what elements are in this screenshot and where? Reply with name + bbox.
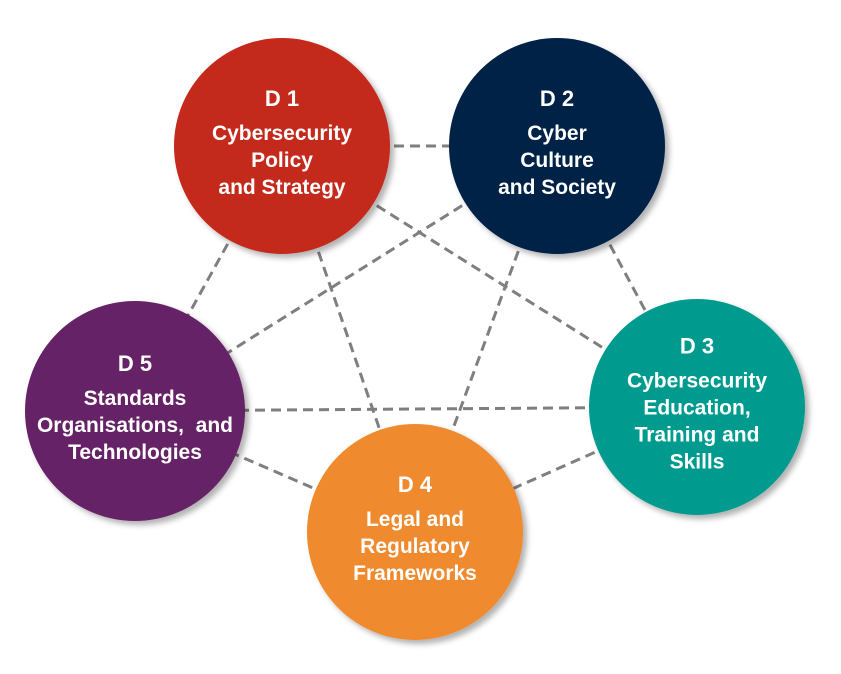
node-id: D 2 [540, 86, 574, 111]
node-circle [589, 299, 805, 515]
node-label-line: Frameworks [353, 562, 477, 585]
node-circle [25, 301, 245, 521]
node-label-line: and Society [498, 176, 616, 199]
node-circle [449, 38, 665, 254]
node-id: D 4 [398, 472, 433, 497]
node-label-line: and Strategy [218, 176, 346, 199]
node-label-line: Legal and [366, 508, 464, 531]
node-label-line: Training and [635, 424, 760, 447]
node-circle [174, 38, 390, 254]
node-label-line: Policy [251, 149, 313, 172]
node-id: D 3 [680, 334, 714, 359]
node-label-line: Cybersecurity [627, 370, 767, 393]
node-id: D 5 [118, 351, 152, 376]
node-label-line: Education, [643, 397, 750, 420]
node-label-line: Standards [84, 387, 187, 410]
node-label-line: Regulatory [360, 535, 470, 558]
node-label-line: Organisations, and [37, 414, 233, 437]
node-circle [307, 424, 523, 640]
node-label-line: Cyber [527, 122, 587, 145]
node-label-line: Technologies [68, 441, 202, 464]
node-label-line: Cybersecurity [212, 122, 352, 145]
node-label-line: Culture [520, 149, 594, 172]
node-id: D 1 [265, 86, 299, 111]
node-label-line: Skills [670, 451, 725, 474]
